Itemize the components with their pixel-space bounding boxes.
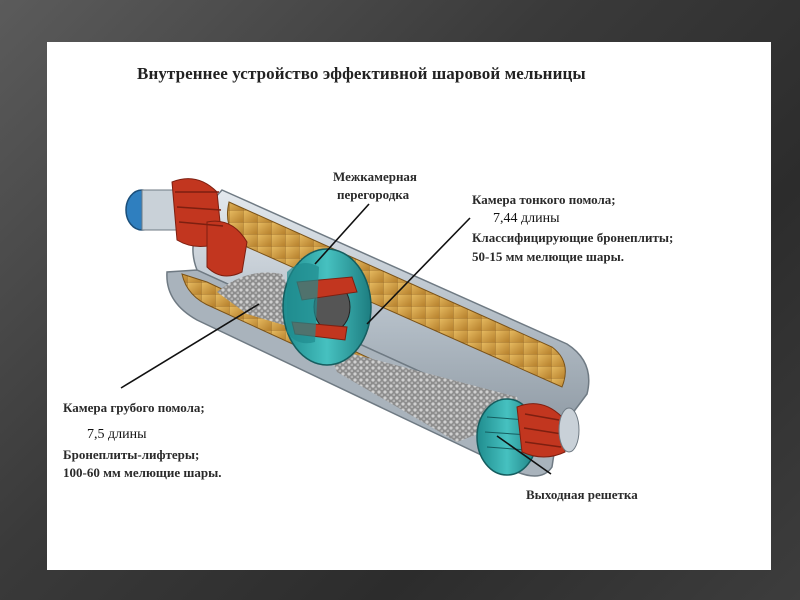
label-fine-plates: Классифицирующие бронеплиты; <box>472 230 674 245</box>
label-outlet-grate: Выходная решетка <box>526 487 638 502</box>
inlet-trunnion <box>125 178 248 277</box>
fine-chamber-balls <box>327 347 522 442</box>
label-fine-chamber: Камера тонкого помола; <box>472 192 616 207</box>
ball-mill-diagram <box>120 178 590 477</box>
slide-title: Внутреннее устройство эффективной шарово… <box>137 64 586 83</box>
leader-coarse <box>120 303 260 389</box>
leader-outlet <box>496 435 552 475</box>
leader-fine <box>366 217 471 325</box>
label-coarse-lifters: Бронеплиты-лифтеры; <box>63 447 200 462</box>
label-partition-line1: Межкамерная <box>333 169 417 184</box>
label-coarse-length: 7,5 длины <box>87 427 147 442</box>
label-coarse-chamber: Камера грубого помола; <box>63 400 205 415</box>
label-fine-length: 7,44 длины <box>493 211 560 226</box>
slide: Внутреннее устройство эффективной шарово… <box>47 42 771 570</box>
leader-partition <box>314 203 370 265</box>
label-partition-line2: перегородка <box>337 187 410 202</box>
intermediate-partition <box>282 248 372 366</box>
label-fine-balls: 50-15 мм мелющие шары. <box>472 249 624 264</box>
outlet-trunnion <box>516 403 580 458</box>
label-coarse-balls: 100-60 мм мелющие шары. <box>63 465 222 480</box>
